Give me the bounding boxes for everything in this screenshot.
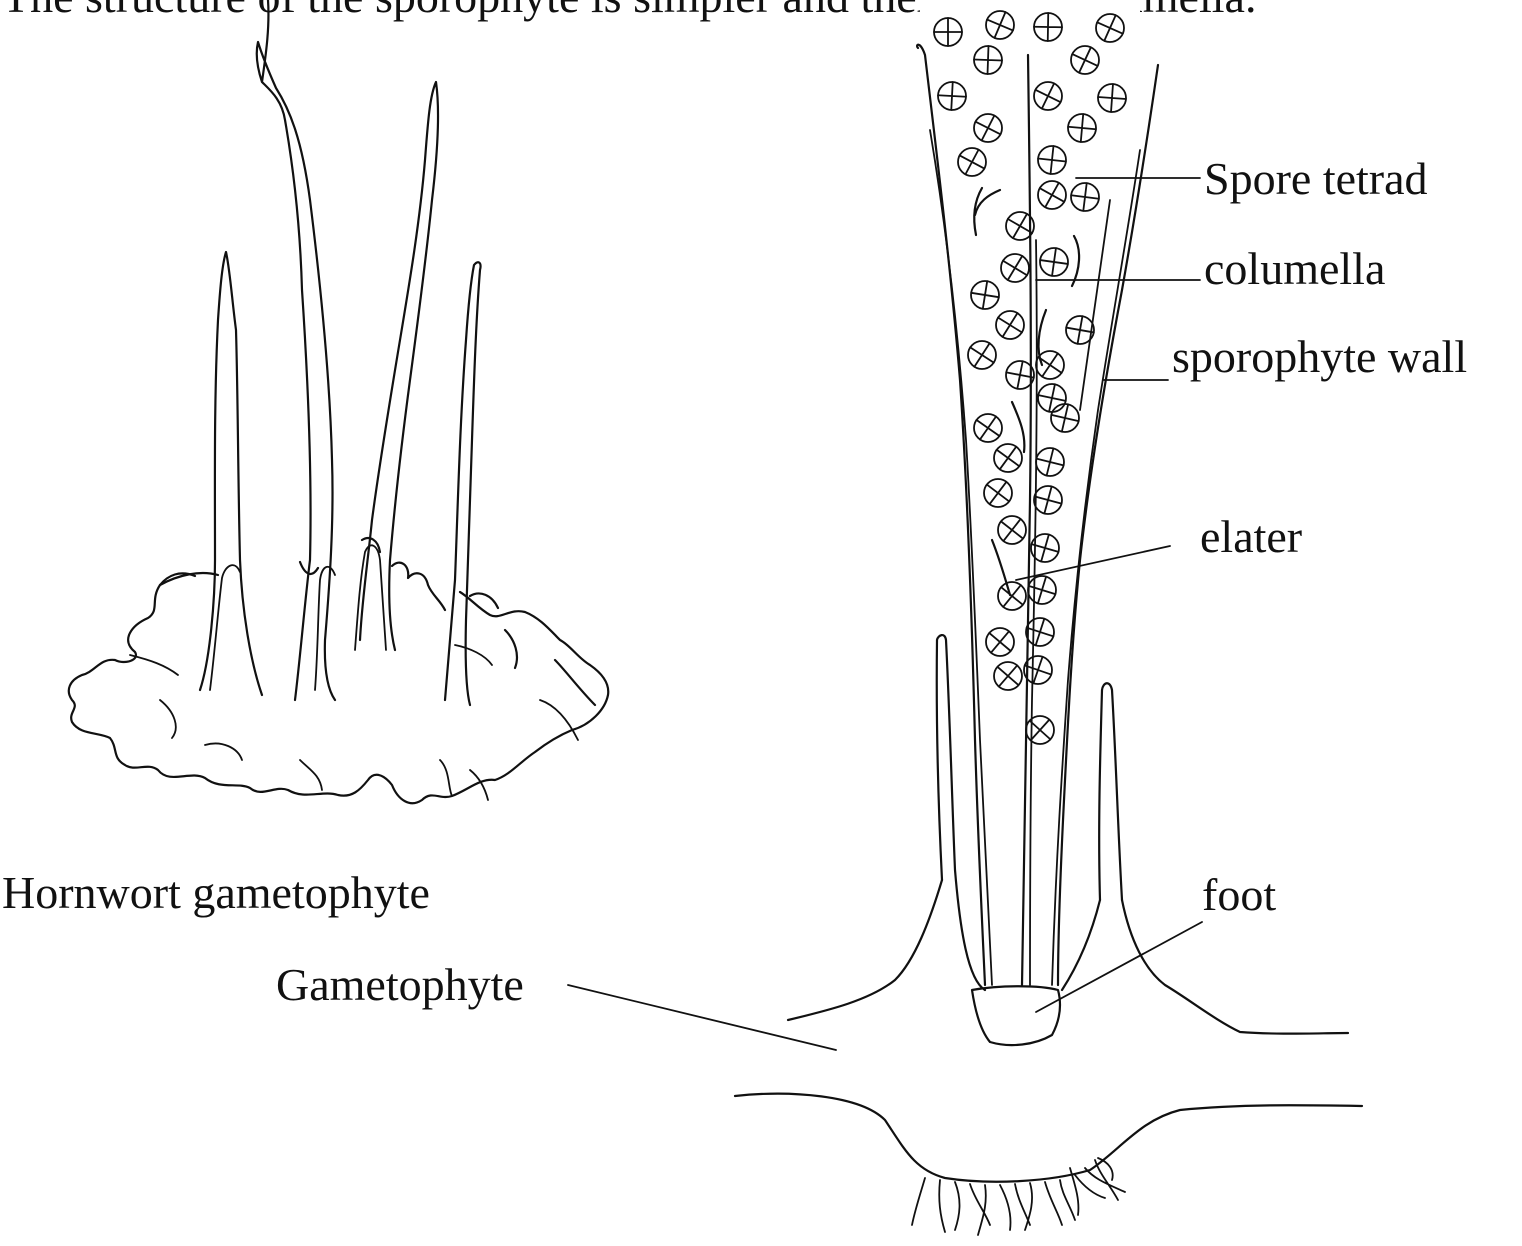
horn-1 xyxy=(200,252,262,695)
sporophyte-outer-wall xyxy=(917,45,985,985)
spore-tetrad xyxy=(1020,652,1056,688)
label-columella: columella xyxy=(1204,243,1385,294)
spore-tetrad xyxy=(1001,207,1039,245)
spore-tetrad xyxy=(969,409,1008,448)
spore-tetrad xyxy=(974,46,1003,75)
spore-tetrad xyxy=(1066,41,1103,78)
spore-tetrad xyxy=(1069,181,1100,212)
spore-tetrad xyxy=(996,249,1034,287)
spore-tetrad xyxy=(1029,77,1066,114)
label-gametophyte: Gametophyte xyxy=(276,959,524,1010)
spore-tetrad xyxy=(963,336,1002,375)
label-hornwort-gametophyte: Hornwort gametophyte xyxy=(2,867,430,918)
label-sporophyte-wall: sporophyte wall xyxy=(1172,331,1467,382)
spore-tetrad xyxy=(953,143,991,181)
spore-tetrad xyxy=(1028,531,1063,566)
label-foot: foot xyxy=(1202,869,1276,920)
spore-tetrad xyxy=(1067,113,1097,143)
spore-tetrad xyxy=(978,473,1017,512)
thallus-lobes xyxy=(160,538,595,705)
sporophyte-inner-wall-right xyxy=(1052,150,1140,985)
spore-tetrad xyxy=(937,81,966,110)
leader-elater xyxy=(1016,546,1170,580)
gametophyte-surface-left xyxy=(788,880,942,1020)
columella-line xyxy=(1022,55,1031,985)
hornwort-gametophyte-drawing xyxy=(69,0,608,803)
thallus-lower-surface xyxy=(735,1094,1362,1182)
thallus-outline xyxy=(69,573,608,803)
spore-tetrad xyxy=(980,622,1019,661)
spore-tetrad xyxy=(988,656,1028,696)
horn-4 xyxy=(445,262,481,705)
spore-tetrad xyxy=(1048,401,1082,435)
rhizoids xyxy=(912,1158,1125,1235)
spore-tetrad xyxy=(992,576,1031,615)
label-elater: elater xyxy=(1200,511,1302,562)
spore-tetrad xyxy=(992,510,1031,549)
spore-tetrad xyxy=(934,18,962,46)
spore-tetrad xyxy=(1037,145,1068,176)
leader-foot xyxy=(1036,922,1202,1012)
spore-tetrad xyxy=(988,438,1027,477)
foot-outline xyxy=(972,986,1060,1045)
gametophyte-collar-right xyxy=(1099,683,1122,900)
horn-2 xyxy=(257,0,335,700)
label-spore-tetrad: Spore tetrad xyxy=(1204,153,1428,204)
spore-tetrad xyxy=(1033,445,1067,479)
spore-tetrad xyxy=(1034,13,1062,41)
spore-tetrad xyxy=(1033,176,1071,214)
spore-tetrad xyxy=(1035,381,1068,414)
spore-tetrad xyxy=(969,109,1007,147)
spore-tetrad xyxy=(1097,83,1127,113)
spore-tetrad xyxy=(969,279,1001,311)
leader-lines xyxy=(568,178,1202,1050)
spore-tetrad xyxy=(991,306,1030,345)
elater-2 xyxy=(1072,236,1079,286)
sporophyte-inner-wall-left xyxy=(930,130,992,985)
horn-3 xyxy=(360,82,438,650)
gametophyte-surface-right xyxy=(1062,900,1348,1034)
elater-1 xyxy=(974,188,1000,235)
spore-tetrad xyxy=(1038,246,1070,278)
